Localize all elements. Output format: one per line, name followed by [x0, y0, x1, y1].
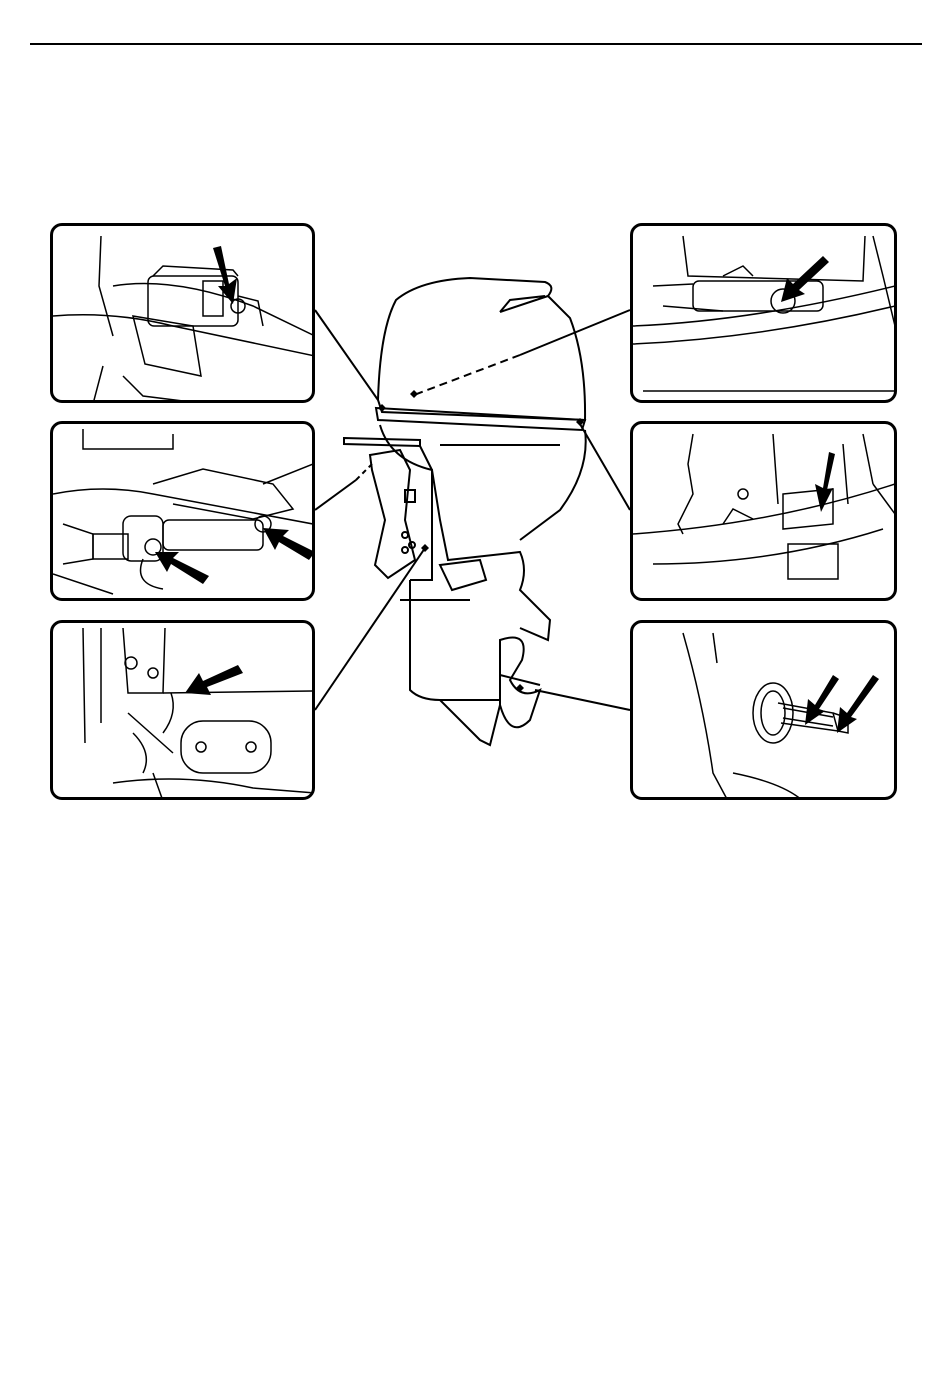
- leader-line-cowling-rear: [580, 424, 630, 510]
- lower-unit: [410, 580, 500, 745]
- leader-line-swivel: [315, 548, 425, 710]
- leader-line-tilt-tube-dash: [356, 464, 372, 480]
- leader-line-propeller-shaft: [535, 690, 630, 710]
- top-cowling: [378, 278, 585, 420]
- cowling-seam: [376, 408, 585, 430]
- clamp-bracket: [344, 438, 420, 446]
- propeller: [500, 638, 540, 728]
- leader-line-tilt-tube: [315, 480, 356, 510]
- leader-marker: [410, 390, 418, 398]
- leader-line-steering: [315, 310, 378, 400]
- leader-line-cowling-latch-dash: [414, 355, 520, 395]
- leader-line-cowling-latch: [520, 310, 630, 355]
